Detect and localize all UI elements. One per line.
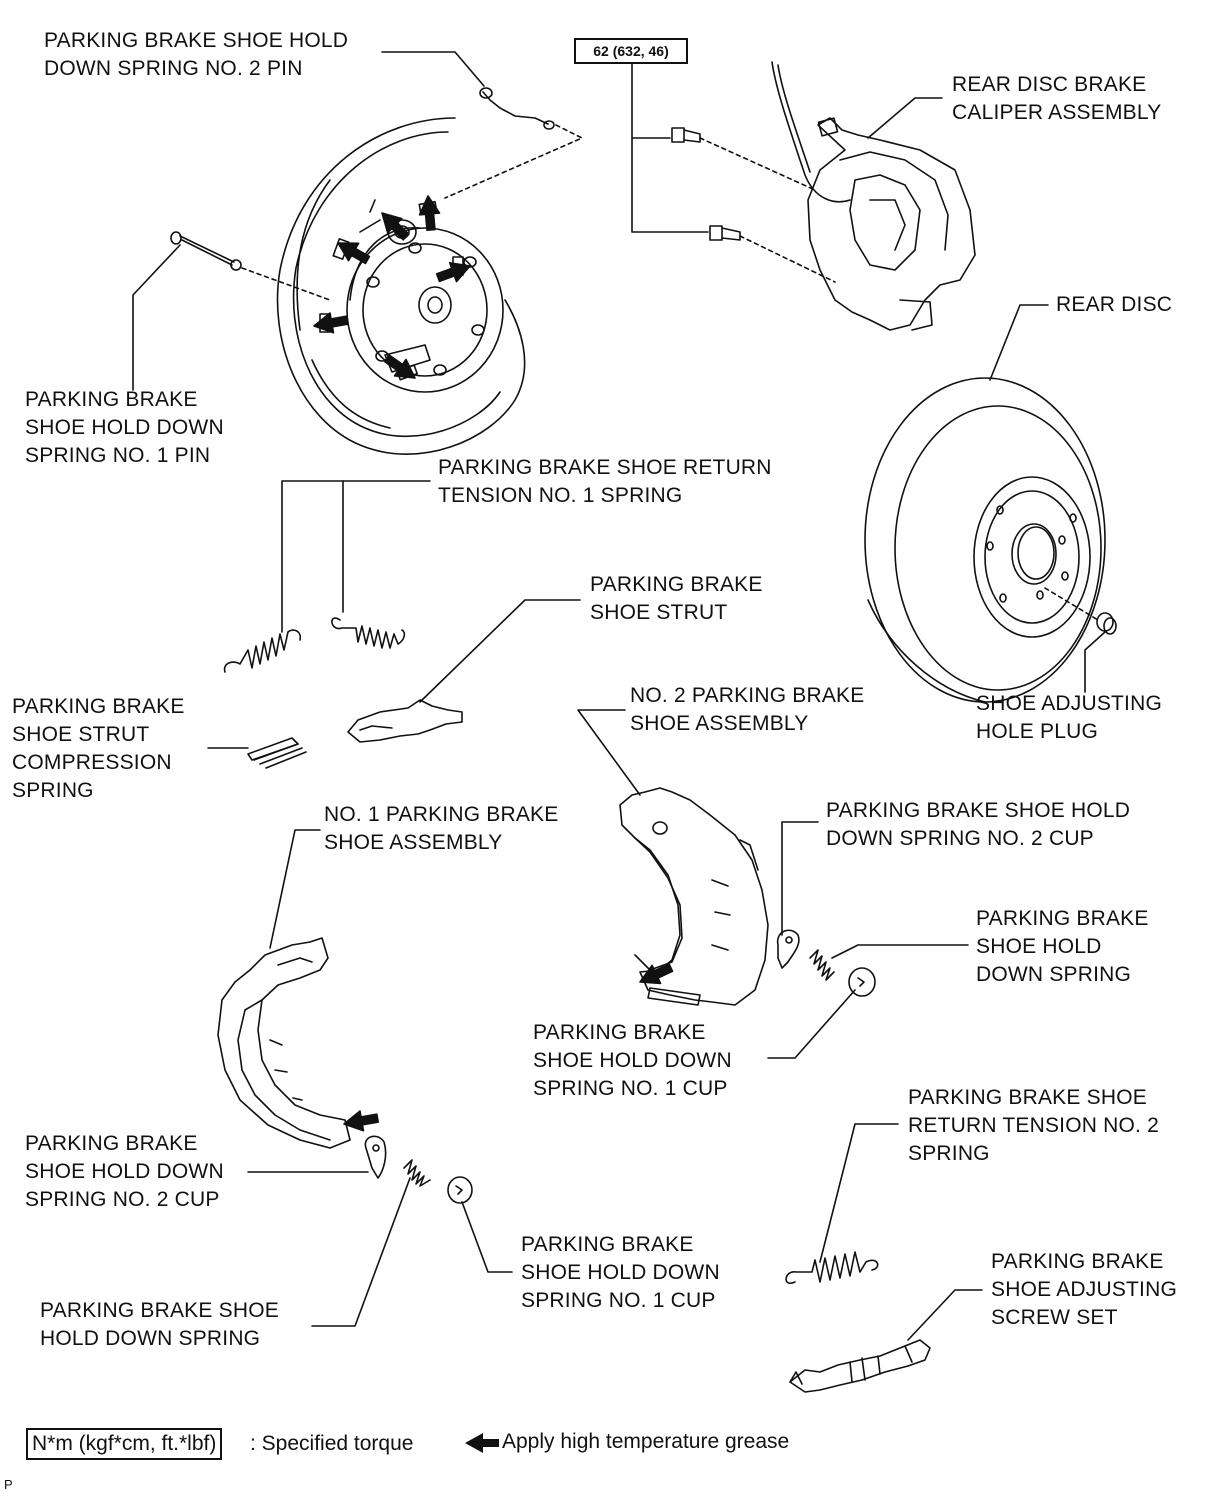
label-line: PARKING BRAKE SHOE [908,1086,1147,1109]
label-line: SCREW SET [991,1306,1118,1329]
label-line: RETURN TENSION NO. 2 [908,1114,1159,1137]
label-line: SPRING NO. 1 CUP [521,1289,716,1312]
label-cup-2-left: PARKING BRAKE SHOE HOLD DOWN SPRING NO. … [25,1130,224,1214]
label-line: NO. 1 PARKING BRAKE [324,803,559,826]
label-hole-plug: SHOE ADJUSTING HOLE PLUG [976,690,1162,746]
hold-spring-left-drawing [403,1159,431,1187]
return-spring-1-drawing [223,617,406,673]
label-line: SHOE ADJUSTING [991,1278,1177,1301]
label-line: SHOE ASSEMBLY [324,831,503,854]
label-return-tension-spring-2: PARKING BRAKE SHOE RETURN TENSION NO. 2 … [908,1084,1159,1168]
cup-2-left-drawing [364,1135,387,1179]
label-caliper-assembly: REAR DISC BRAKE CALIPER ASSEMBLY [952,71,1161,127]
hold-down-pin-1-drawing [170,231,242,271]
label-line: HOLE PLUG [976,720,1099,743]
caliper-bolt-drawing [671,127,741,241]
label-shoe-strut: PARKING BRAKE SHOE STRUT [590,571,763,627]
label-cup-2-right: PARKING BRAKE SHOE HOLD DOWN SPRING NO. … [826,797,1130,853]
label-shoe-assembly-2: NO. 2 PARKING BRAKE SHOE ASSEMBLY [630,682,864,738]
label-line: PARKING BRAKE [25,1132,198,1155]
legend-torque-units: N*m (kgf*cm, ft.*lbf) [26,1428,223,1460]
cup-2-right-drawing [776,929,800,969]
shoe-2-drawing [619,787,769,1006]
label-line: SPRING [908,1142,990,1165]
label-line: REAR DISC BRAKE [952,73,1147,96]
label-line: PARKING BRAKE [590,573,763,596]
cup-1-right-drawing [848,967,876,997]
label-hold-down-pin-1: PARKING BRAKE SHOE HOLD DOWN SPRING NO. … [25,386,224,470]
label-line: HOLD DOWN SPRING [40,1327,261,1350]
label-line: SHOE HOLD DOWN [521,1261,720,1284]
backing-plate-drawing [276,117,526,455]
label-rear-disc: REAR DISC [1056,291,1172,319]
label-line: DOWN SPRING NO. 2 PIN [44,57,303,80]
label-line: SPRING NO. 2 CUP [25,1188,220,1211]
legend-torque-text: : Specified torque [250,1432,414,1455]
strut-spring-drawing [247,737,307,769]
legend-grease-text: Apply high temperature grease [502,1430,790,1453]
label-line: DOWN SPRING NO. 2 CUP [826,827,1094,850]
hold-down-pin-2-drawing [479,87,555,130]
label-line: SHOE STRUT [12,723,150,746]
label-line: PARKING BRAKE SHOE RETURN [438,456,772,479]
label-cup-1-right: PARKING BRAKE SHOE HOLD DOWN SPRING NO. … [533,1019,732,1103]
label-return-tension-spring-1: PARKING BRAKE SHOE RETURN TENSION NO. 1 … [438,454,772,510]
label-line: PARKING BRAKE [533,1021,706,1044]
label-line: PARKING BRAKE SHOE HOLD [44,29,349,52]
caliper-drawing [771,61,976,331]
adjuster-drawing [789,1339,931,1393]
label-line: SHOE ASSEMBLY [630,712,809,735]
label-cup-1-left: PARKING BRAKE SHOE HOLD DOWN SPRING NO. … [521,1231,720,1315]
label-line: REAR DISC [1056,293,1173,316]
label-line: PARKING BRAKE SHOE [40,1299,279,1322]
label-line: SHOE HOLD [976,935,1102,958]
label-line: NO. 2 PARKING BRAKE [630,684,865,707]
leader-lines [132,51,1106,1341]
return-spring-2-drawing [785,1251,879,1284]
label-line: TENSION NO. 1 SPRING [438,484,683,507]
label-shoe-assembly-1: NO. 1 PARKING BRAKE SHOE ASSEMBLY [324,801,558,857]
label-line: PARKING BRAKE SHOE HOLD [826,799,1131,822]
label-line: DOWN SPRING [976,963,1132,986]
label-line: SHOE HOLD DOWN [533,1049,732,1072]
label-line: PARKING BRAKE [991,1250,1164,1273]
label-line: SPRING [12,779,94,802]
label-line: SHOE ADJUSTING [976,692,1162,715]
label-hold-down-pin-2: PARKING BRAKE SHOE HOLD DOWN SPRING NO. … [44,27,348,83]
label-line: PARKING BRAKE [521,1233,694,1256]
hold-spring-right-drawing [809,949,835,981]
cup-1-left-drawing [447,1176,473,1204]
label-line: SHOE STRUT [590,601,728,624]
shoe-1-drawing [217,937,351,1149]
grease-arrow-icon [465,1433,499,1453]
label-line: CALIPER ASSEMBLY [952,101,1162,124]
label-line: PARKING BRAKE [976,907,1149,930]
label-line: SPRING NO. 1 PIN [25,444,211,467]
torque-spec-box: 62 (632, 46) [574,38,688,64]
label-line: PARKING BRAKE [25,388,198,411]
label-line: SPRING NO. 1 CUP [533,1077,728,1100]
label-adjusting-screw-set: PARKING BRAKE SHOE ADJUSTING SCREW SET [991,1248,1177,1332]
label-hold-down-spring-right: PARKING BRAKE SHOE HOLD DOWN SPRING [976,905,1149,989]
label-line: SHOE HOLD DOWN [25,416,224,439]
label-line: COMPRESSION [12,751,172,774]
label-line: SHOE HOLD DOWN [25,1160,224,1183]
label-strut-compression-spring: PARKING BRAKE SHOE STRUT COMPRESSION SPR… [12,693,185,805]
label-line: PARKING BRAKE [12,695,185,718]
label-hold-down-spring-left: PARKING BRAKE SHOE HOLD DOWN SPRING [40,1297,279,1353]
rear-disc-drawing [864,377,1106,703]
page-mark: P [4,1477,13,1492]
hole-plug-drawing [1096,612,1117,635]
shoe-strut-drawing [347,699,463,743]
